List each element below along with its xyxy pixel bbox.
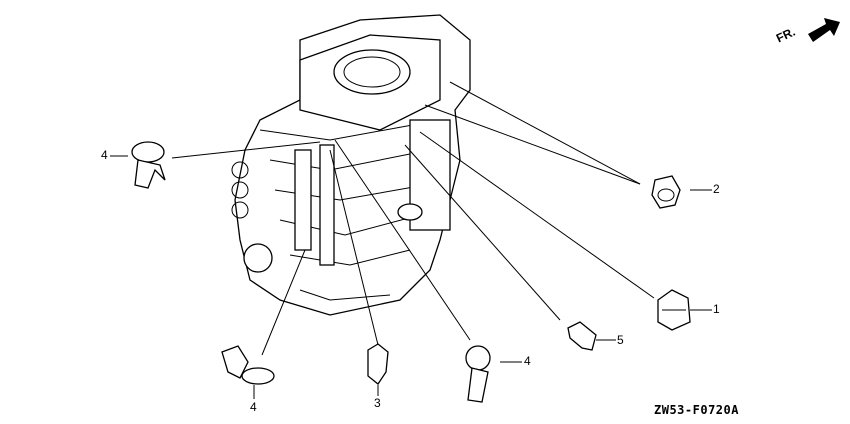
callout-4: 4 — [250, 400, 257, 414]
front-arrow-icon — [808, 18, 840, 42]
clamp-part-4a — [131, 141, 166, 189]
drawing-code: ZW53-F0720A — [654, 403, 739, 417]
callout-5: 5 — [617, 333, 624, 347]
leader-lines — [110, 81, 712, 399]
clamp-part-3 — [367, 343, 389, 385]
clamp-part-4b — [465, 345, 491, 403]
callout-4: 4 — [524, 354, 531, 368]
clamp-part-4c — [221, 345, 275, 385]
callout-4: 4 — [101, 148, 108, 162]
clamp-part-2 — [651, 175, 681, 209]
clamp-part-5 — [567, 321, 597, 351]
callout-3: 3 — [374, 396, 381, 410]
engine-illustration — [231, 14, 471, 316]
clamp-part-1 — [657, 289, 691, 331]
callout-1: 1 — [713, 302, 720, 316]
callout-2: 2 — [713, 182, 720, 196]
